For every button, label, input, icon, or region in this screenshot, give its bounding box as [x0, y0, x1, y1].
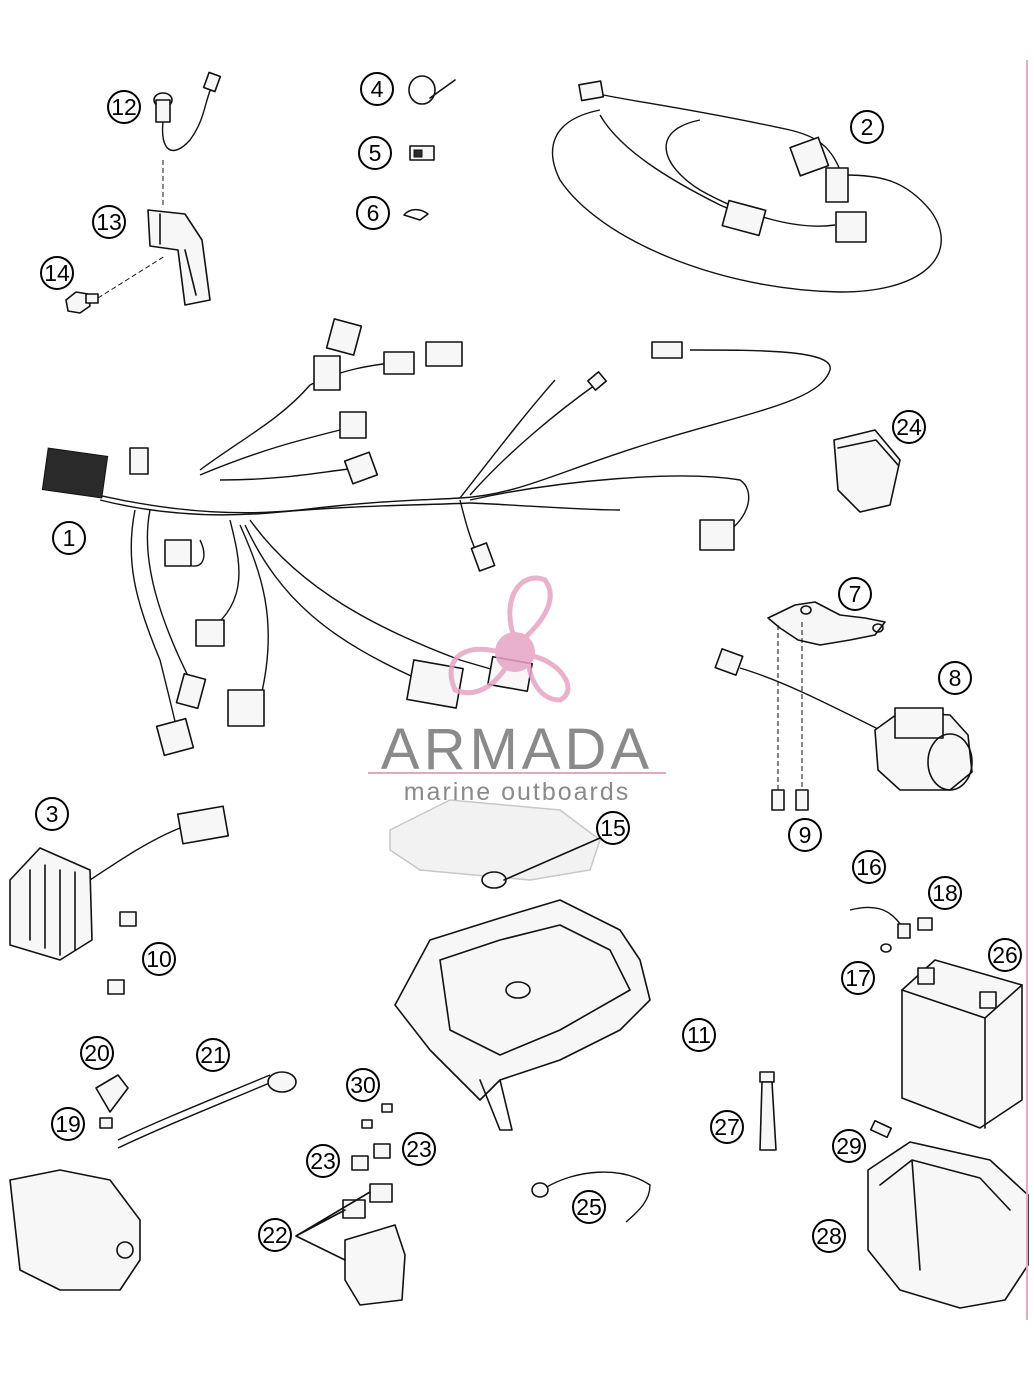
watermark-title: ARMADA — [380, 717, 654, 782]
callout-15: 15 — [596, 811, 630, 845]
callout-25: 25 — [572, 1190, 606, 1224]
callout-13: 13 — [92, 205, 126, 239]
callout-18: 18 — [928, 876, 962, 910]
callout-19: 19 — [51, 1107, 85, 1141]
part-4-cable-tie — [408, 75, 456, 105]
callout-29: 29 — [832, 1129, 866, 1163]
part-12-switch — [153, 71, 222, 152]
part-14-bolt — [65, 255, 166, 314]
callout-3: 3 — [35, 797, 69, 831]
callout-28: 28 — [812, 1219, 846, 1253]
part-28-cover — [867, 1141, 1029, 1309]
callout-4: 4 — [360, 72, 394, 106]
part-16-ground-cable — [849, 906, 911, 939]
callout-27: 27 — [710, 1110, 744, 1144]
part-15-grommet — [481, 837, 601, 889]
callout-26: 26 — [988, 938, 1022, 972]
part-2-harness — [551, 80, 942, 293]
part-18-bolt — [917, 917, 933, 931]
part-29-bolt — [869, 1119, 893, 1139]
part-6-clamp — [403, 208, 429, 221]
callout-30: 30 — [346, 1068, 380, 1102]
part-1-main-harness — [41, 318, 831, 757]
callout-7: 7 — [838, 577, 872, 611]
part-22-relay — [295, 1183, 406, 1306]
part-7-bracket — [767, 601, 886, 790]
propeller-logo-icon — [448, 575, 571, 703]
part-8-motor — [714, 648, 973, 791]
callout-5: 5 — [358, 136, 392, 170]
part-30-screws — [361, 1103, 393, 1129]
callout-10: 10 — [142, 942, 176, 976]
callout-9: 9 — [788, 818, 822, 852]
callout-24: 24 — [892, 410, 926, 444]
part-10-screws — [107, 911, 137, 995]
callout-21: 21 — [196, 1038, 230, 1072]
part-3-regulator — [9, 805, 230, 961]
part-27-probe — [759, 1071, 777, 1151]
callout-1: 1 — [52, 521, 86, 555]
part-21-starter-cable — [117, 1071, 297, 1149]
part-9-bolts — [771, 789, 809, 811]
callout-22: 22 — [258, 1218, 292, 1252]
callout-6: 6 — [356, 196, 390, 230]
callout-2: 2 — [850, 110, 884, 144]
callout-23-left: 23 — [306, 1144, 340, 1178]
ecu-unit-faded — [389, 799, 601, 881]
part-5-clip — [409, 145, 435, 161]
callout-14: 14 — [40, 256, 74, 290]
part-19-nut — [99, 1117, 113, 1129]
starter-motor — [9, 1169, 141, 1291]
part-20-cap — [95, 1074, 129, 1113]
callout-20: 20 — [80, 1036, 114, 1070]
callout-11: 11 — [682, 1018, 716, 1052]
callout-23-right: 23 — [402, 1132, 436, 1166]
watermark-subtitle: marine outboards — [403, 778, 631, 806]
page-edge-rule — [1026, 60, 1028, 1320]
callout-8: 8 — [938, 661, 972, 695]
part-17-washer — [880, 943, 892, 953]
part-24-relay — [833, 429, 901, 513]
part-13-bracket — [147, 160, 211, 306]
callout-16: 16 — [852, 850, 886, 884]
part-25-cable — [531, 1171, 651, 1223]
part-11-tray — [394, 899, 651, 1131]
part-23-fuses — [351, 1143, 391, 1171]
part-26-battery — [901, 959, 1023, 1129]
callout-17: 17 — [841, 961, 875, 995]
watermark-divider — [368, 772, 666, 774]
callout-12: 12 — [107, 90, 141, 124]
